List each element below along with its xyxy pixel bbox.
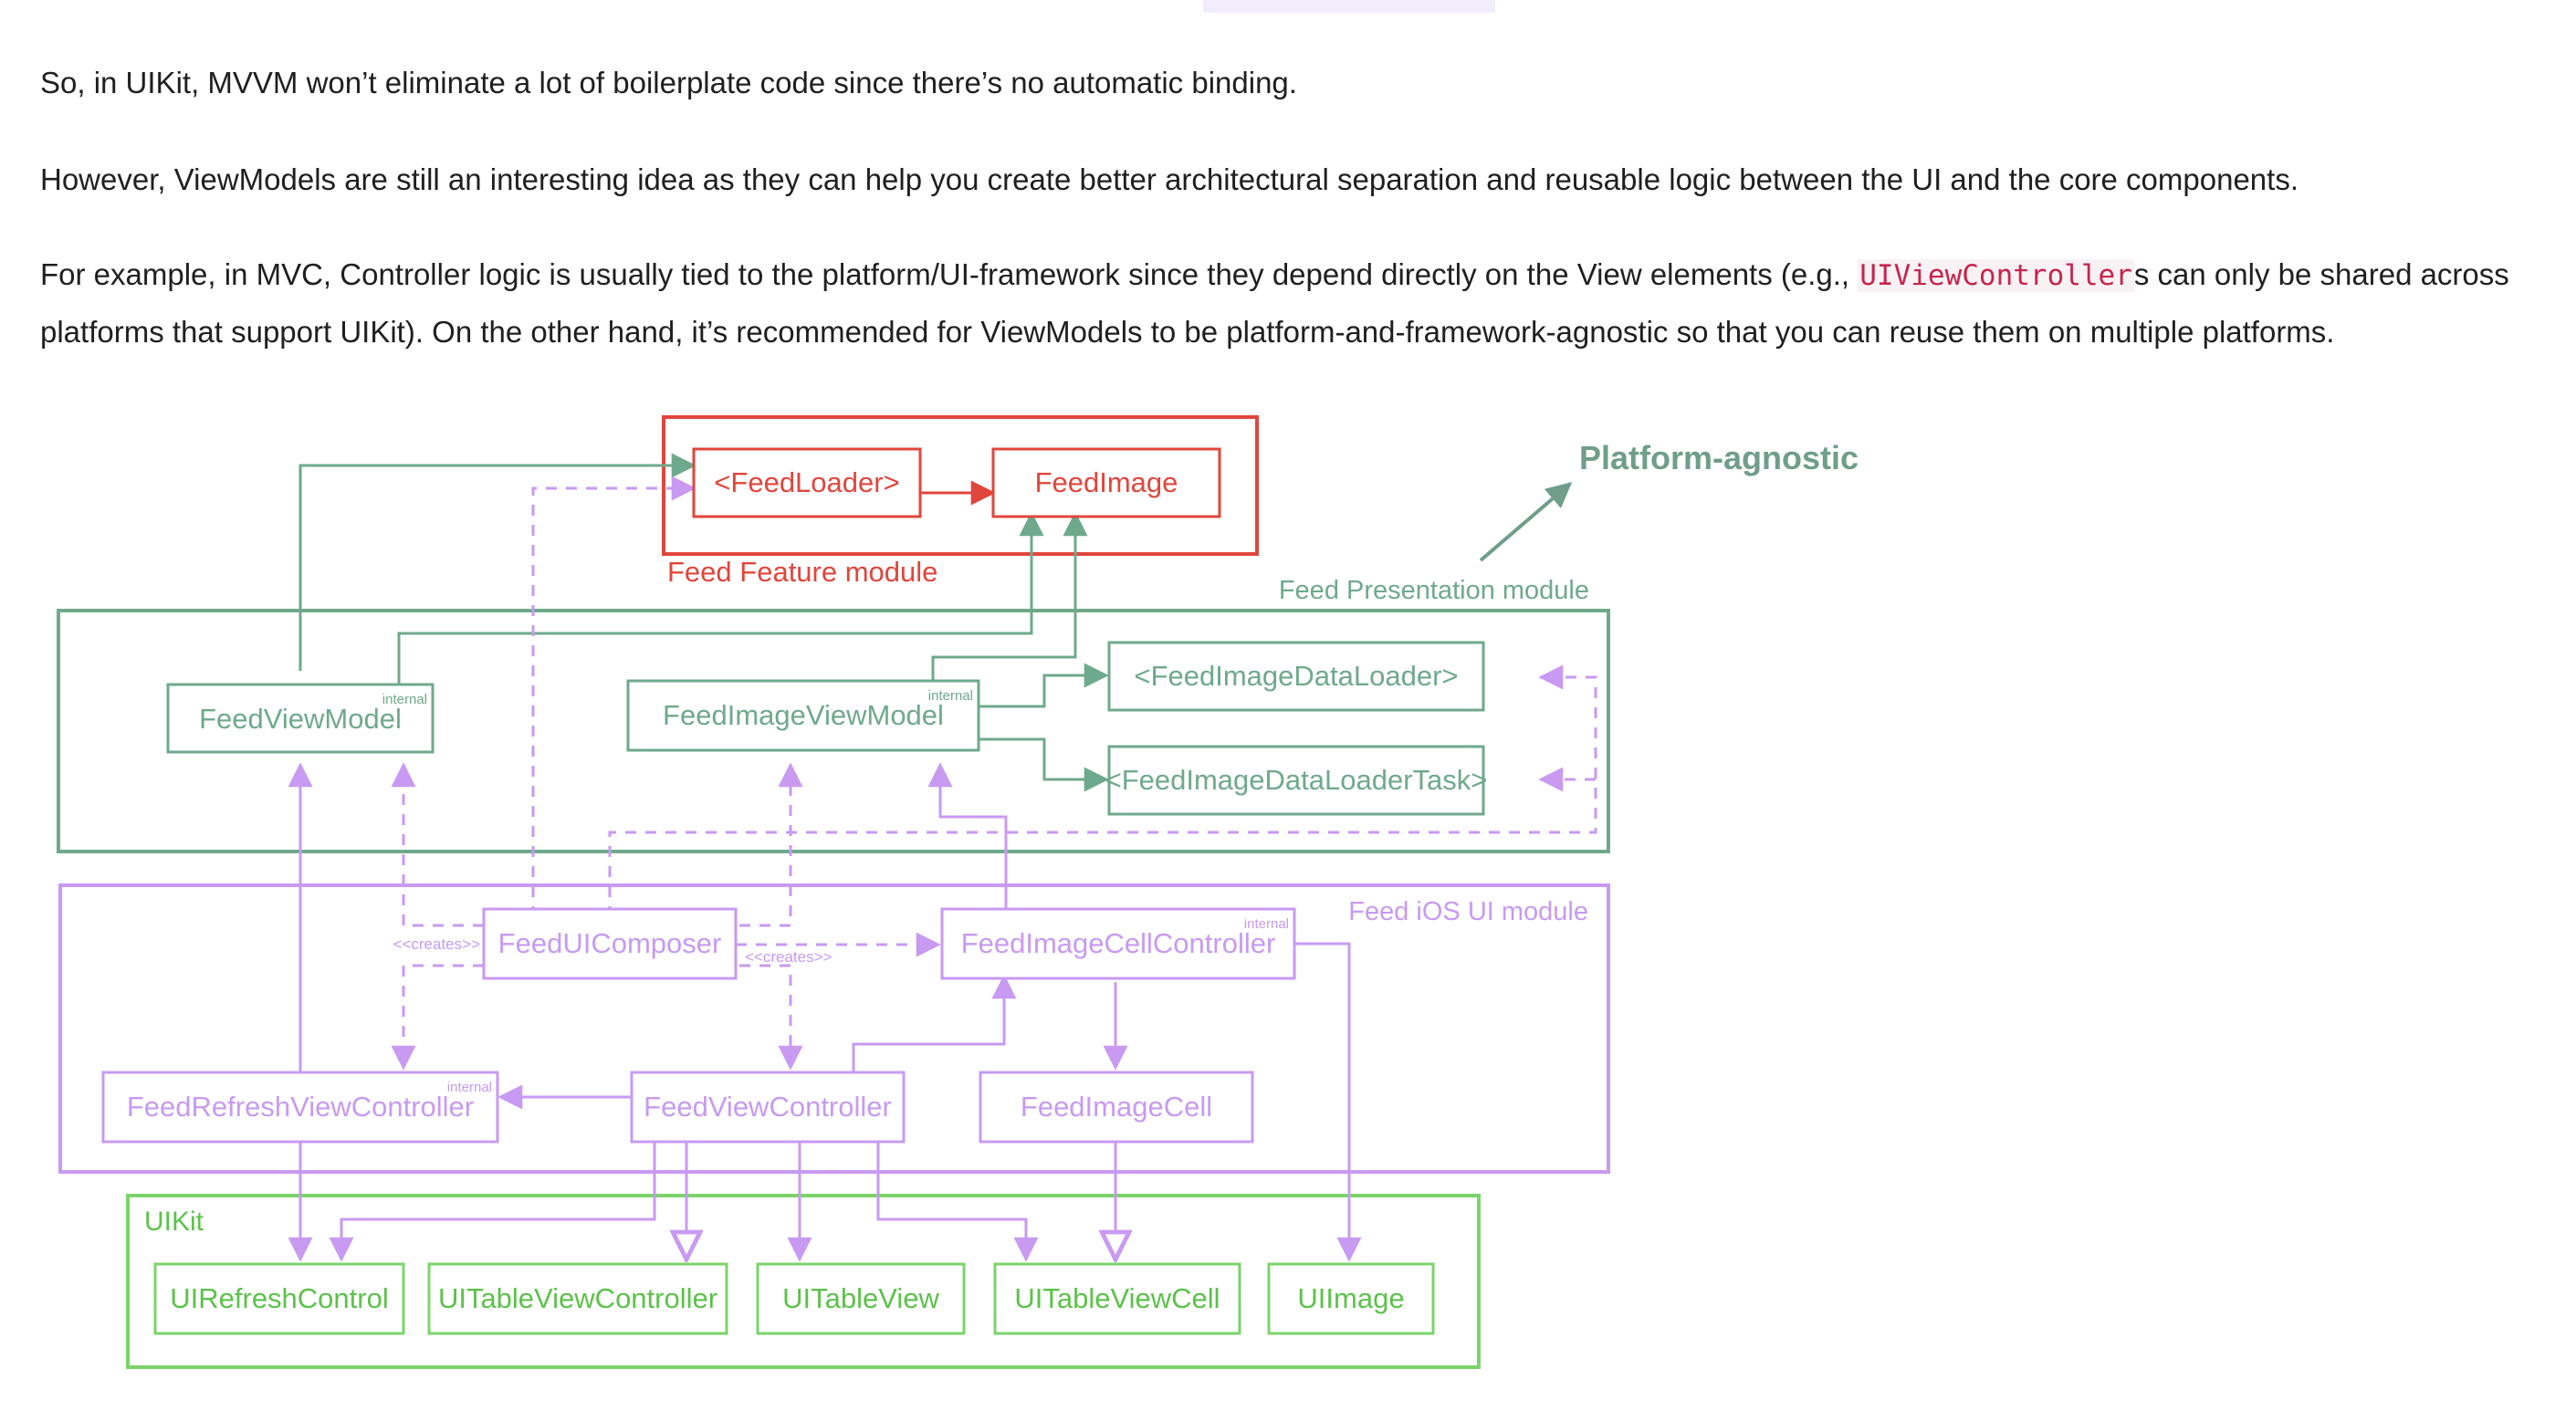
creates-tag: <<creates>> xyxy=(393,935,481,953)
node-feed-image-data-loader-label: <FeedImageDataLoader> xyxy=(1134,660,1458,692)
node-ui-table-view-controller-label: UITableViewController xyxy=(438,1282,717,1314)
node-feed-image-view-model-label: FeedImageViewModel xyxy=(663,699,944,731)
uikit-module-frame xyxy=(126,1194,1481,1369)
paragraph-3-text-b: s can only be shared across platforms th… xyxy=(40,257,2509,349)
node-ui-refresh-control: UIRefreshControl xyxy=(153,1262,405,1335)
node-ui-table-view-cell-label: UITableViewCell xyxy=(1014,1282,1220,1314)
inline-code: UIViewController xyxy=(1858,259,2134,292)
paragraph-2: However, ViewModels are still an interes… xyxy=(40,162,2299,196)
diagram-connectors xyxy=(288,453,1597,1259)
presentation-module-label: Feed Presentation module xyxy=(1279,576,1589,605)
ios-module-label: Feed iOS UI module xyxy=(1348,897,1588,926)
node-ui-table-view: UITableView xyxy=(756,1262,966,1335)
platform-agnostic-arrow xyxy=(1479,482,1573,562)
platform-agnostic-label: Platform-agnostic xyxy=(1579,439,1859,476)
node-ui-image: UIImage xyxy=(1267,1262,1435,1335)
node-feed-refresh-view-controller-label: FeedRefreshViewController xyxy=(127,1091,474,1123)
node-ui-table-view-label: UITableView xyxy=(782,1282,939,1314)
node-ui-table-view-cell: UITableViewCell xyxy=(993,1262,1241,1335)
paragraph-1: So, in UIKit, MVVM won’t eliminate a lot… xyxy=(40,66,1297,99)
node-feed-refresh-view-controller: FeedRefreshViewController internal xyxy=(101,1071,499,1144)
internal-tag: internal xyxy=(382,692,427,707)
node-feed-image-cell: FeedImageCell xyxy=(979,1071,1254,1144)
node-feed-image-label: FeedImage xyxy=(1035,466,1178,498)
node-feed-view-model-label: FeedViewModel xyxy=(199,703,402,735)
node-feed-view-controller: FeedViewController xyxy=(630,1071,906,1144)
feature-module-label: Feed Feature module xyxy=(667,556,937,588)
node-ui-refresh-control-label: UIRefreshControl xyxy=(170,1282,388,1314)
node-feed-ui-composer-label: FeedUIComposer xyxy=(498,927,722,959)
node-feed-ui-composer: FeedUIComposer xyxy=(482,907,738,980)
node-ui-image-label: UIImage xyxy=(1297,1282,1404,1314)
node-feed-image-cell-label: FeedImageCell xyxy=(1021,1091,1212,1123)
node-feed-image: FeedImage xyxy=(991,447,1221,518)
node-feed-image-data-loader-task-label: <FeedImageDataLoaderTask> xyxy=(1105,764,1488,796)
feed-feature-module-frame xyxy=(662,415,1259,556)
internal-tag: internal xyxy=(928,688,973,704)
internal-tag: internal xyxy=(1244,916,1289,932)
node-feed-image-data-loader-task: <FeedImageDataLoaderTask> xyxy=(1105,745,1488,816)
node-feed-view-controller-label: FeedViewController xyxy=(644,1091,892,1123)
feed-presentation-module-frame xyxy=(57,609,1610,853)
node-feed-image-view-model: FeedImageViewModel internal xyxy=(626,679,980,752)
uikit-module-label: UIKit xyxy=(144,1207,204,1237)
node-feed-loader-label: <FeedLoader> xyxy=(714,466,899,498)
paragraph-3: For example, in MVC, Controller logic is… xyxy=(40,246,2541,361)
architecture-diagram: Feed Feature module Feed Presentation mo… xyxy=(57,415,1859,1369)
paragraph-3-text-a: For example, in MVC, Controller logic is… xyxy=(40,257,1859,291)
node-feed-view-model: FeedViewModel internal xyxy=(166,683,435,754)
feed-ios-ui-module-frame xyxy=(58,883,1610,1174)
creates-tag: <<creates>> xyxy=(745,948,832,966)
node-feed-image-data-loader: <FeedImageDataLoader> xyxy=(1107,641,1485,712)
node-feed-image-cell-controller: FeedImageCellController internal xyxy=(940,907,1296,980)
internal-tag: internal xyxy=(447,1080,492,1095)
node-feed-loader: <FeedLoader> xyxy=(692,447,922,518)
node-ui-table-view-controller: UITableViewController xyxy=(427,1262,728,1335)
top-accent-bar xyxy=(1203,0,1495,13)
node-feed-image-cell-controller-label: FeedImageCellController xyxy=(961,927,1276,959)
